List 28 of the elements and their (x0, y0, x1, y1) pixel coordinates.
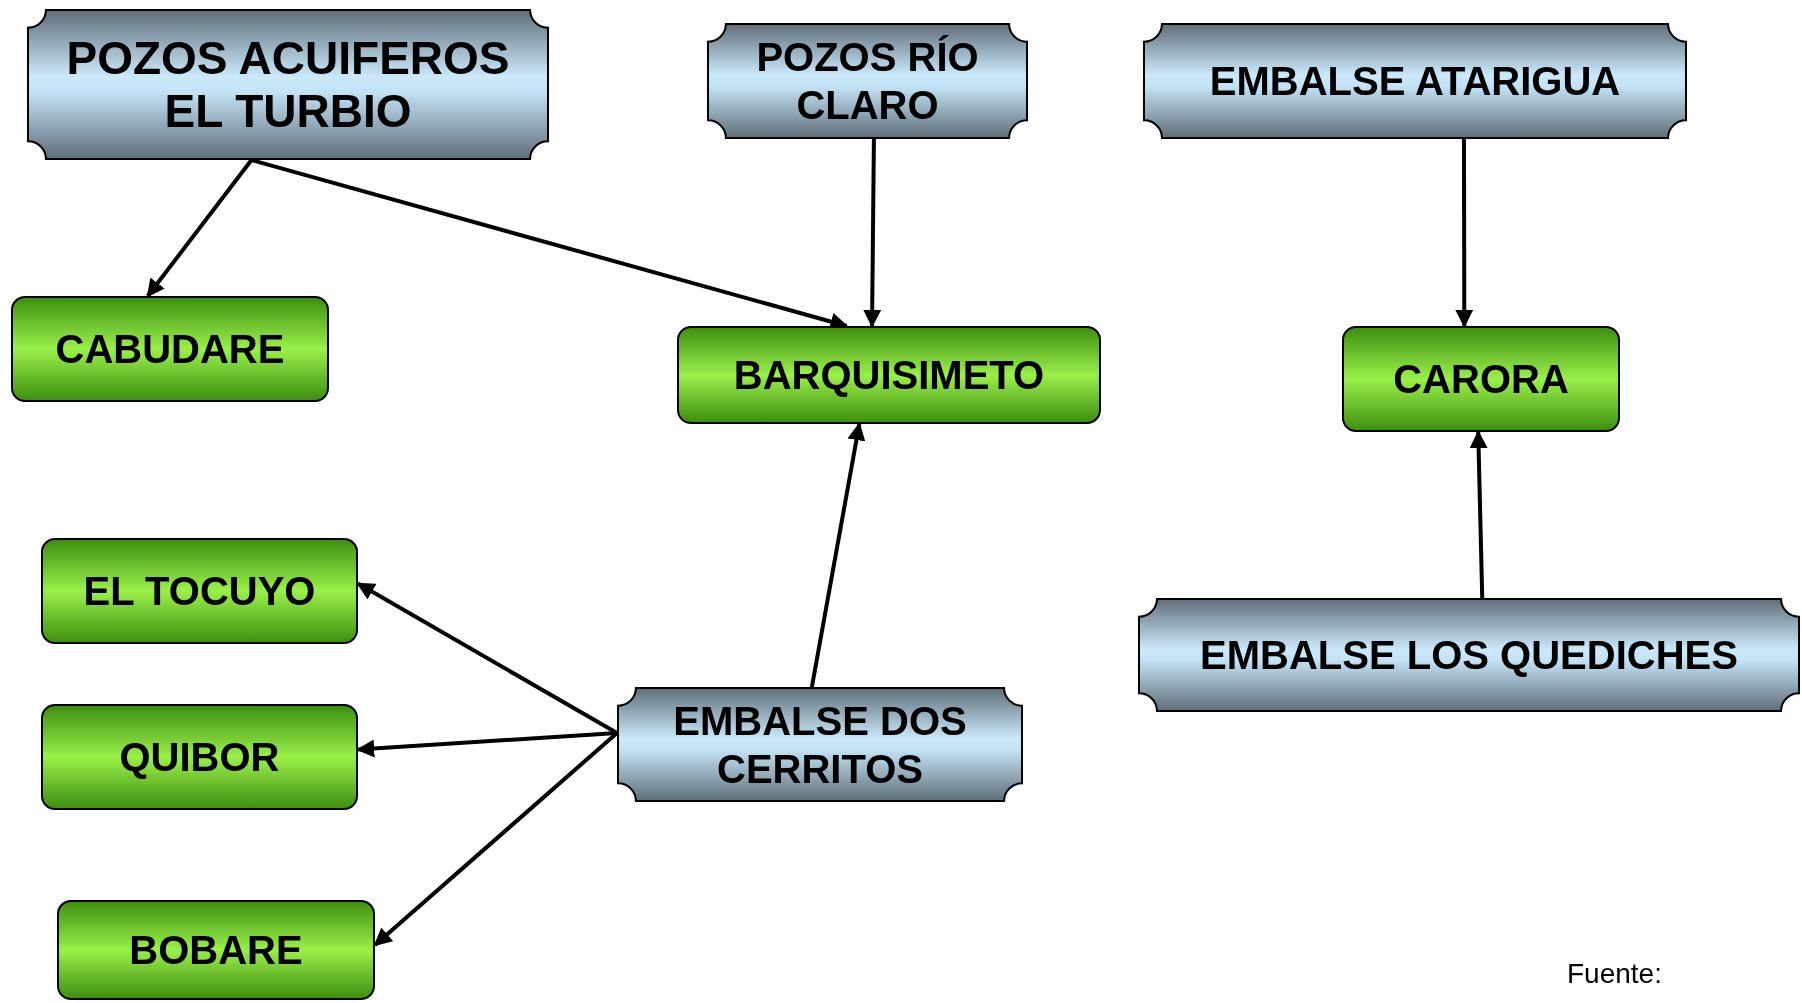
city-box (41, 538, 358, 644)
city-box (57, 900, 375, 1000)
node-label: EMBALSE ATARIGUA (1208, 58, 1622, 105)
source-note: Fuente: (1567, 957, 1662, 991)
node-label: POZOS RÍO CLARO (755, 34, 980, 129)
node-label: BARQUISIMETO (732, 352, 1046, 399)
arrow (1469, 430, 1488, 599)
city-box (41, 704, 358, 810)
source-plaque (707, 23, 1028, 139)
node-label: EL TOCUYO (82, 568, 317, 615)
city-box (677, 326, 1101, 424)
city-box (11, 296, 329, 402)
node-label: EMBALSE LOS QUEDICHES (1199, 632, 1739, 679)
source-plaque (1143, 23, 1687, 139)
arrow (863, 138, 882, 328)
source-plaque (617, 687, 1023, 802)
city-box (1342, 326, 1620, 432)
source-plaque (27, 9, 549, 160)
source-plaque (1138, 598, 1800, 712)
node-label: EMBALSE DOS CERRITOS (672, 697, 968, 793)
arrow (1455, 139, 1474, 328)
node-label: CARORA (1392, 356, 1570, 403)
node-label: POZOS ACUIFEROS EL TURBIO (65, 31, 511, 138)
node-label: BOBARE (128, 927, 304, 974)
arrow (146, 158, 254, 298)
node-label: CABUDARE (54, 326, 286, 373)
node-label: QUIBOR (118, 734, 281, 781)
arrow (809, 422, 866, 688)
